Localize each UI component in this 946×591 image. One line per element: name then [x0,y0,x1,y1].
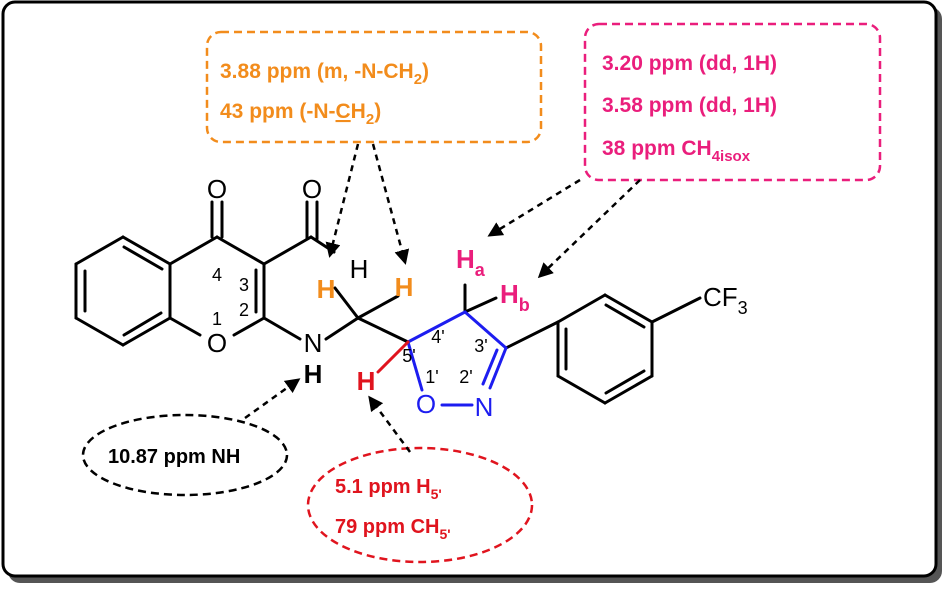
atom-n-amine: N [304,328,323,358]
atom-labels: O O O N H H [207,174,369,389]
orange-h-labels: H H [317,272,414,304]
atom-o-aldehyde: O [302,174,322,204]
svg-text:3.58 ppm (dd, 1H): 3.58 ppm (dd, 1H) [602,94,777,117]
callout-text-nch2: 3.88 ppm (m, -N-CH2) 43 ppm (-N-CH2) [220,60,429,128]
chromone-bonds [74,200,702,405]
atom-h-orange-1: H [317,274,336,304]
atom-h-aldehyde: H [350,254,369,284]
callout-box-nch2 [205,30,543,144]
svg-text:3': 3' [474,336,487,356]
atom-o-ring: O [207,328,227,358]
atom-n-isox: N [475,392,494,422]
svg-text:1: 1 [212,309,222,329]
callout-text-nh: 10.87 ppm NH [108,446,240,468]
atom-h-amine: H [304,359,323,389]
svg-text:4: 4 [212,265,222,285]
callout-text-h5: 5.1 ppm H5' 79 ppm CH5' [335,476,451,542]
atom-o-carbonyl: O [207,174,227,204]
svg-text:4': 4' [431,327,444,347]
svg-text:5': 5' [402,346,415,366]
atom-h-orange-2: H [395,272,414,302]
atom-cf3: CF3 [703,282,748,318]
isox-locants: 5' 4' 3' 2' 1' [402,327,487,387]
isox-heteroatoms: O N [416,389,494,422]
callout-text-isox: 3.20 ppm (dd, 1H) 3.58 ppm (dd, 1H) 38 p… [602,52,777,165]
chromone-locants: 4 3 2 1 [212,265,249,329]
isoxazoline-bonds [406,310,508,407]
svg-text:2': 2' [459,367,472,387]
svg-text:3.20 ppm (dd, 1H): 3.20 ppm (dd, 1H) [602,52,777,75]
assignment-arrows [244,143,641,453]
callout-ellipse-nh [81,413,289,497]
svg-text:2: 2 [239,300,249,320]
h5-bond [376,340,410,374]
svg-text:43 ppm (-N-CH2): 43 ppm (-N-CH2) [220,100,381,128]
frame [1,0,938,578]
callout-box-isox [583,22,882,182]
svg-text:3: 3 [239,275,249,295]
svg-text:5.1 ppm H5': 5.1 ppm H5' [335,476,442,502]
isox-h-labels: Ha Hb [456,244,530,315]
atom-h-b: Hb [500,279,530,315]
svg-text:1': 1' [425,367,438,387]
svg-text:79 ppm CH5': 79 ppm CH5' [335,516,451,542]
svg-text:38 ppm CH4isox: 38 ppm CH4isox [602,137,751,165]
callout-ellipse-h5 [306,446,534,564]
atom-o-isox: O [416,389,436,419]
atom-h-a: Ha [456,244,486,280]
atom-h-5: H [357,366,376,396]
svg-text:3.88 ppm (m, -N-CH2): 3.88 ppm (m, -N-CH2) [220,60,429,88]
